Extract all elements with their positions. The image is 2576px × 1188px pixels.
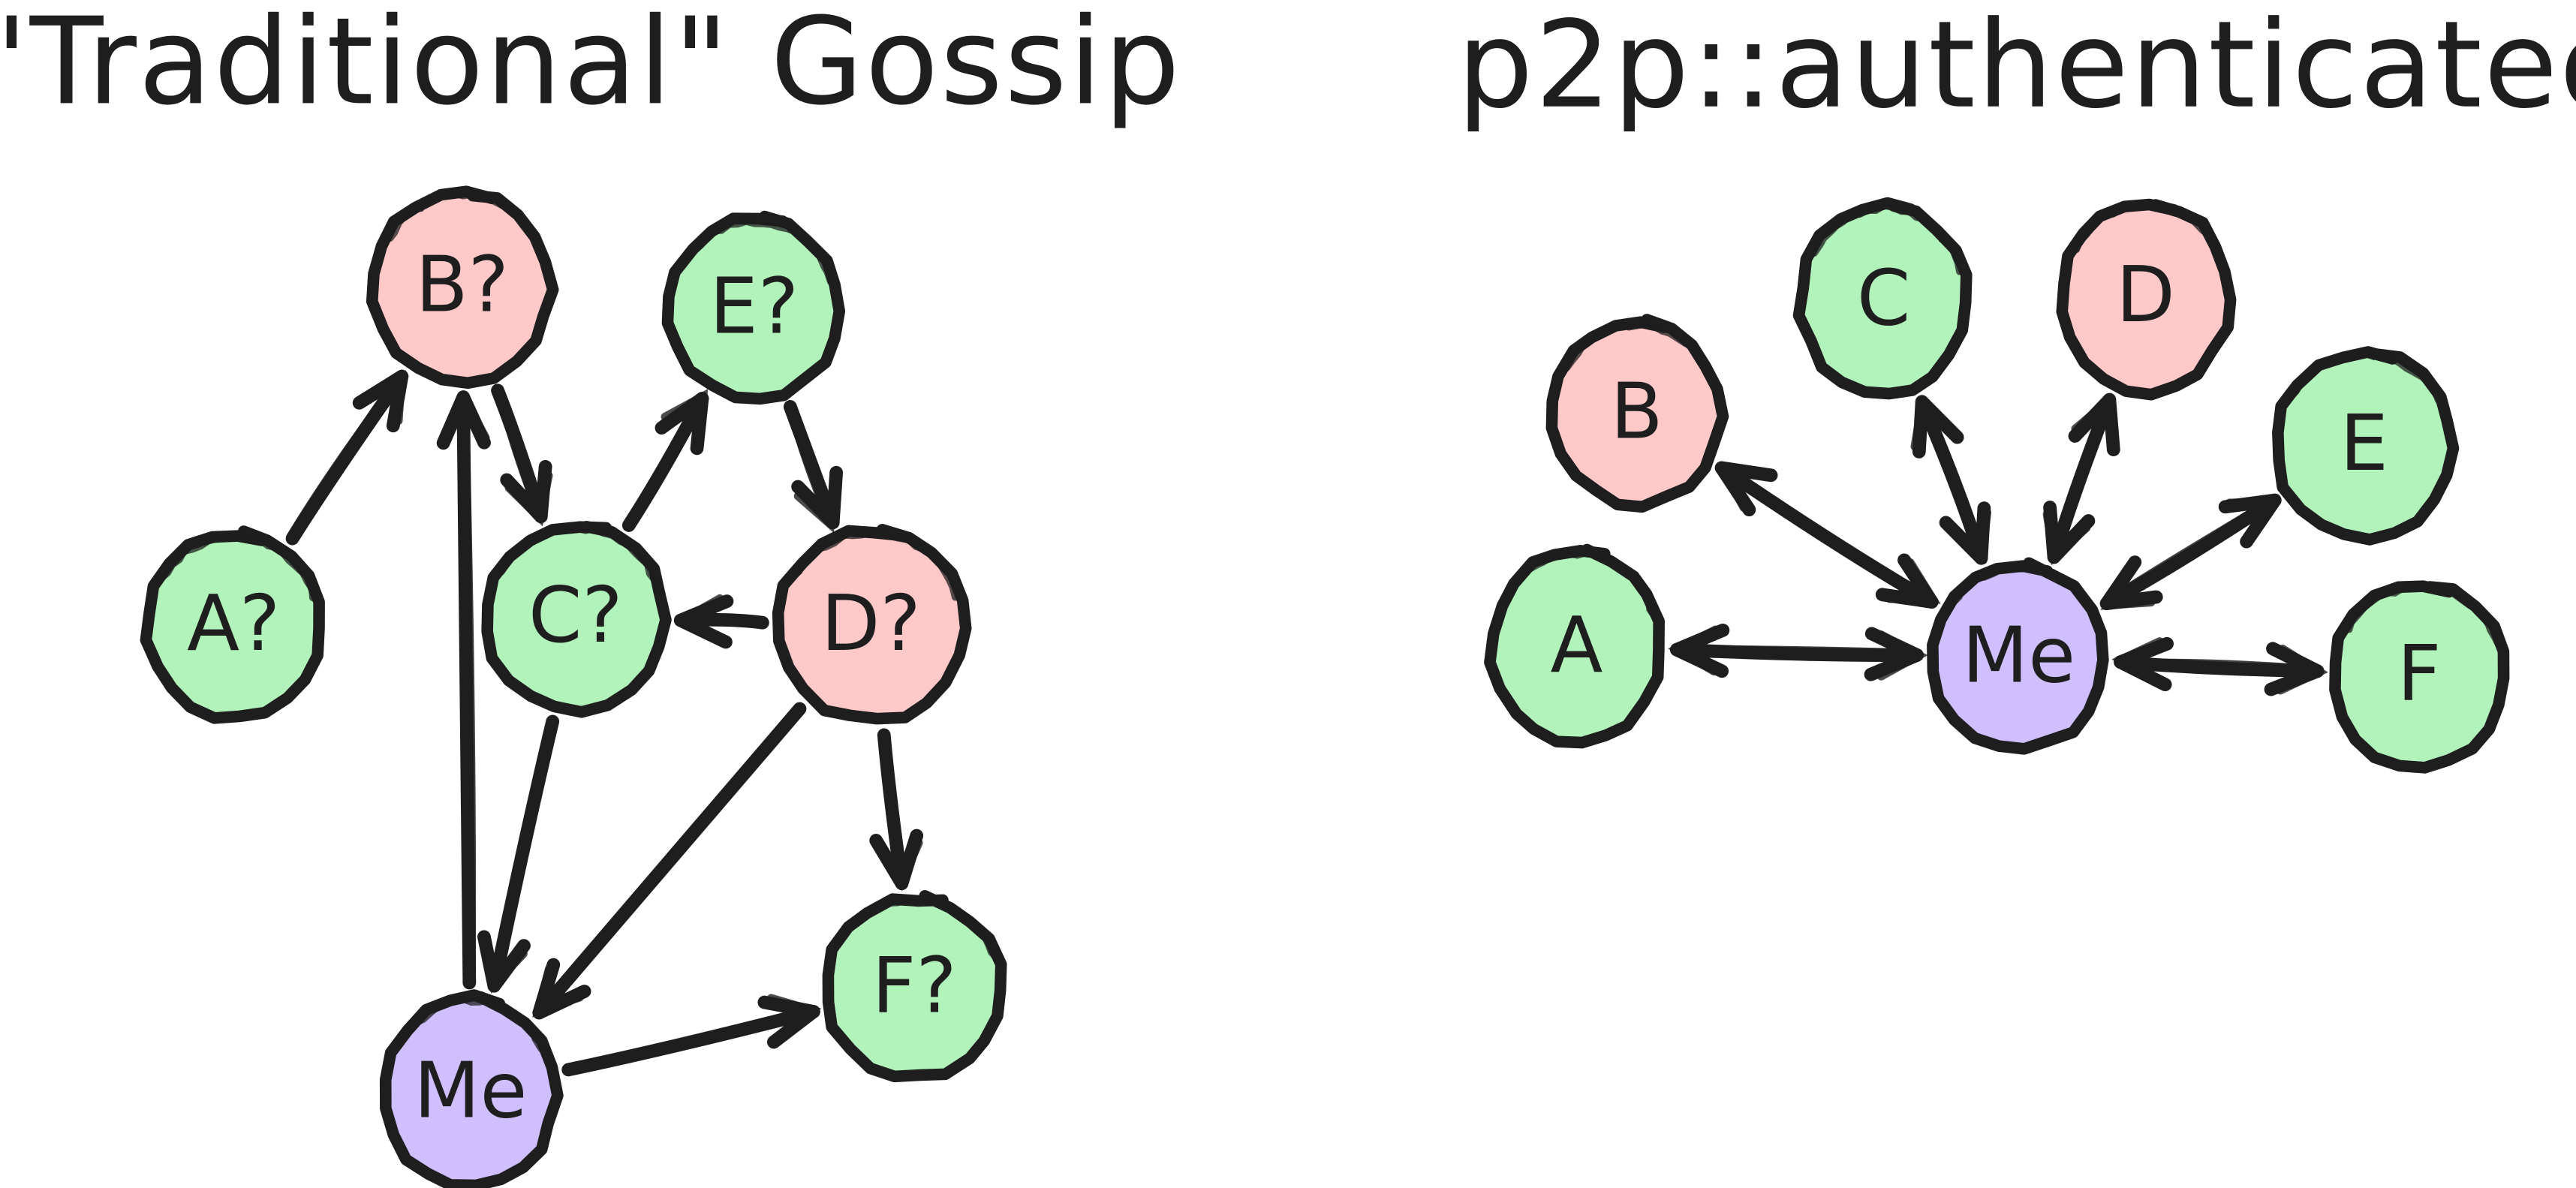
edges-layer [285,369,2328,1077]
node-label: C [1857,254,1910,343]
edge-p2p-authenticated-Me-to-C [1910,395,1992,565]
panel-title-traditional-gossip: "Traditional" Gossip [0,0,1181,131]
edge-stroke-secondary [460,392,477,988]
node-label: D? [821,579,921,669]
node-label: Me [414,1047,527,1136]
edge-p2p-authenticated-Me-to-D [2042,392,2120,566]
node-circle-sketch-pass [156,531,316,602]
node-label: F? [872,941,957,1030]
edge-p2p-authenticated-Me-to-E [2099,493,2282,611]
nodes-layer: A? B? C? D? E? F? Me A B C D E F Me [140,185,2510,1188]
node-traditional-gossip-C[interactable]: C? [481,520,672,718]
edge-stroke-secondary [1673,645,1923,657]
node-traditional-gossip-E[interactable]: E? [661,210,846,405]
node-label: B? [416,241,509,330]
node-p2p-authenticated-C[interactable]: C [1792,197,1973,400]
edge-traditional-gossip-D-to-C [673,594,769,649]
arrow-head-secondary [2225,497,2280,543]
node-circle-sketch-pass [396,995,555,1068]
arrow-head-secondary [673,594,725,645]
edge-stroke-secondary [2050,395,2114,564]
edge-traditional-gossip-D-to-Me [532,702,807,1020]
edge-traditional-gossip-A-to-B [285,369,409,546]
edge-traditional-gossip-Me-to-B [436,390,491,990]
arrow-head-reverse-secondary [2111,637,2164,687]
edge-traditional-gossip-B-to-C [491,383,553,527]
arrow-head-secondary [793,477,841,533]
arrow-head-secondary [479,938,528,994]
node-label: A? [187,579,280,669]
edge-traditional-gossip-C-to-E [621,389,709,532]
node-circle-sketch-pass [2286,350,2450,421]
node-label: F [2397,630,2442,719]
titles-layer: "Traditional" Gossip p2p::authenticated [0,0,2576,135]
node-traditional-gossip-F[interactable]: F? [822,890,1007,1083]
node-circle-sketch-pass [387,190,549,262]
edge-stroke-secondary [562,1009,820,1074]
node-traditional-gossip-Me[interactable]: Me [379,989,564,1188]
arrow-head-reverse-secondary [2100,563,2156,610]
edge-stroke-secondary [1717,465,1937,608]
arrow-head-reverse-secondary [1885,558,1941,604]
edge-stroke-secondary [2101,494,2281,607]
arrow-head-secondary [873,838,923,892]
edge-stroke-secondary [488,718,555,992]
node-circle-sketch-pass [789,528,958,601]
node-circle-sketch-pass [1810,202,1963,275]
node-circle [140,525,325,724]
node-label: B [1610,368,1663,457]
node-label: E [2340,399,2388,489]
arrow-head-secondary [359,370,407,426]
arrow-head-secondary [532,964,584,1018]
edge-stroke-secondary [286,372,405,542]
node-p2p-authenticated-A[interactable]: A [1484,543,1665,749]
node-traditional-gossip-B[interactable]: B? [366,185,559,389]
node-label: D [2116,251,2175,340]
arrow-head-reverse-secondary [2042,510,2091,566]
node-p2p-authenticated-F[interactable]: F [2329,580,2510,774]
arrow-head-secondary [439,390,490,442]
arrow-head-secondary [1715,465,1771,512]
node-label: Me [1962,611,2075,700]
node-circle [1792,197,1973,400]
edge-stroke-secondary [537,705,804,1018]
node-p2p-authenticated-Me[interactable]: Me [1927,557,2109,755]
node-circle-sketch-pass [498,525,661,594]
arrow-head-secondary [661,389,709,444]
arrow-head-secondary [1668,625,1720,675]
node-p2p-authenticated-B[interactable]: B [1545,314,1729,513]
node-traditional-gossip-D[interactable]: D? [772,524,972,725]
arrow-head-secondary [1910,395,1958,451]
arrow-head-secondary [2276,645,2328,695]
edge-traditional-gossip-Me-to-F [561,994,822,1077]
node-circle-sketch-pass [680,218,834,285]
edge-p2p-authenticated-Me-to-F [2111,636,2328,696]
edge-traditional-gossip-C-to-Me [477,714,560,994]
arrow-head-secondary [2071,392,2119,448]
arrow-head-secondary [766,994,822,1043]
edge-p2p-authenticated-Me-to-B [1714,461,1941,609]
panel-title-p2p-authenticated: p2p::authenticated [1457,0,2576,135]
node-traditional-gossip-A[interactable]: A? [140,525,325,724]
node-label: A [1551,601,1603,690]
node-circle-sketch-pass [1563,320,1720,390]
node-label: E? [709,263,799,352]
node-circle-sketch-pass [1943,563,2104,633]
node-p2p-authenticated-E[interactable]: E [2272,346,2460,546]
edge-stroke-secondary [2114,658,2322,674]
edge-traditional-gossip-E-to-D [783,400,844,533]
arrow-head-secondary [504,471,553,527]
edge-p2p-authenticated-Me-to-A [1668,623,1928,681]
node-p2p-authenticated-D[interactable]: D [2056,198,2237,401]
arrow-head-reverse-secondary [1876,630,1928,681]
node-circle-sketch-pass [2073,199,2228,271]
node-label: C? [528,571,623,660]
edge-traditional-gossip-D-to-F [869,728,924,892]
node-circle-sketch-pass [1502,549,1659,621]
node-circle-sketch-pass [2346,582,2503,651]
arrow-head-reverse-secondary [1944,508,1992,564]
node-circle-sketch-pass [835,895,1002,964]
